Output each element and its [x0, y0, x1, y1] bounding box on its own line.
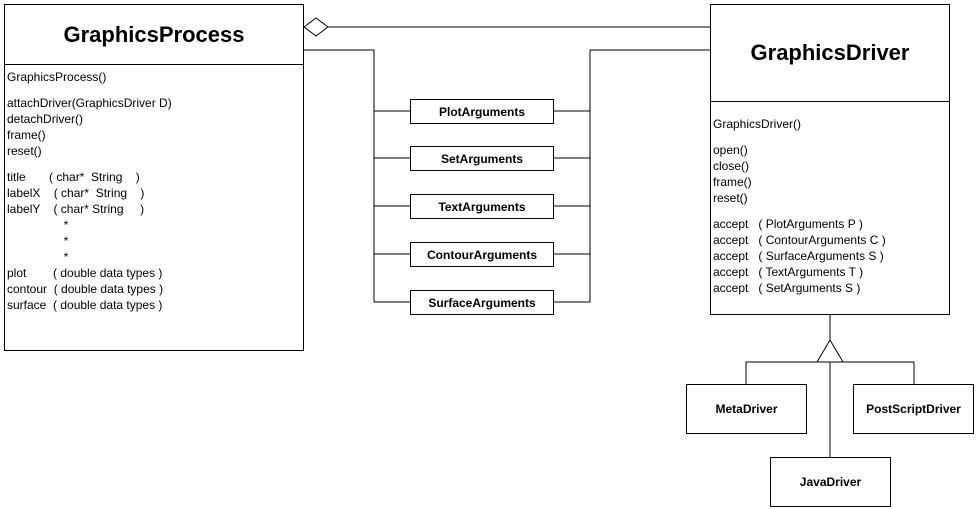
graphics-process-class[interactable]: GraphicsProcess GraphicsProcess() attach…: [4, 4, 304, 351]
member: surface ( double data types ): [7, 298, 163, 312]
member: labelY ( char* String ): [7, 202, 145, 216]
member: *: [7, 218, 69, 232]
set-arguments-class[interactable]: SetArguments: [410, 146, 554, 171]
member: reset(): [7, 144, 42, 158]
member: title ( char* String ): [7, 170, 140, 184]
member: accept ( ContourArguments C ): [713, 233, 886, 247]
member: reset(): [713, 191, 748, 205]
member: frame(): [713, 175, 752, 189]
plot-arguments-class[interactable]: PlotArguments: [410, 99, 554, 124]
aggregation-diamond: [303, 17, 329, 37]
member: GraphicsDriver(): [713, 117, 802, 131]
member: labelX ( char* String ): [7, 186, 145, 200]
graphics-driver-members: GraphicsDriver() open() close() frame() …: [711, 102, 949, 296]
member: GraphicsProcess(): [7, 70, 107, 84]
member: accept ( SetArguments S ): [713, 281, 861, 295]
postscript-driver-class[interactable]: PostScriptDriver: [853, 384, 974, 434]
contour-arguments-class[interactable]: ContourArguments: [410, 242, 554, 267]
graphics-process-members: GraphicsProcess() attachDriver(GraphicsD…: [5, 65, 303, 313]
inheritance-triangle: [816, 339, 844, 363]
member: *: [7, 250, 69, 264]
member: attachDriver(GraphicsDriver D): [7, 96, 172, 110]
member: accept ( PlotArguments P ): [713, 217, 863, 231]
member: accept ( TextArguments T ): [713, 265, 864, 279]
member: contour ( double data types ): [7, 282, 164, 296]
member: *: [7, 234, 69, 248]
graphics-driver-title: GraphicsDriver: [711, 5, 949, 102]
meta-driver-class[interactable]: MetaDriver: [686, 384, 807, 434]
member: frame(): [7, 128, 46, 142]
member: accept ( SurfaceArguments S ): [713, 249, 884, 263]
text-arguments-class[interactable]: TextArguments: [410, 194, 554, 219]
java-driver-class[interactable]: JavaDriver: [770, 457, 891, 507]
graphics-process-title: GraphicsProcess: [5, 5, 303, 65]
member: plot ( double data types ): [7, 266, 163, 280]
graphics-driver-class[interactable]: GraphicsDriver GraphicsDriver() open() c…: [710, 4, 950, 315]
member: detachDriver(): [7, 112, 84, 126]
surface-arguments-class[interactable]: SurfaceArguments: [410, 290, 554, 315]
member: open(): [713, 143, 748, 157]
member: close(): [713, 159, 750, 173]
